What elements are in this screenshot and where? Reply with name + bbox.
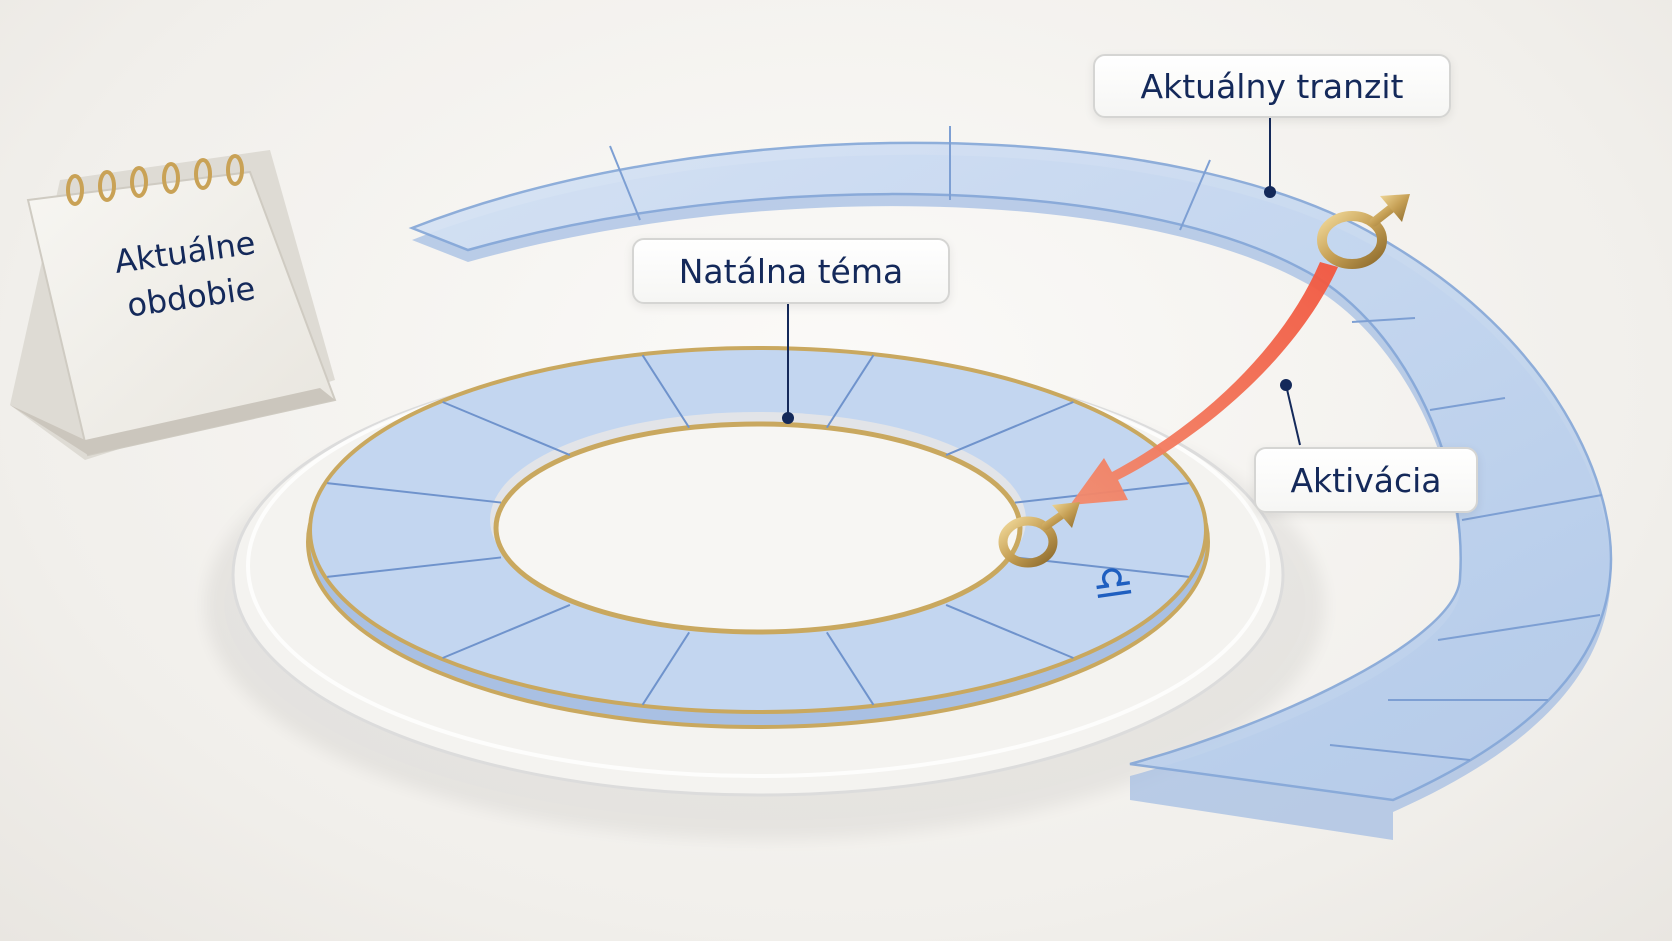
natal-ring-divider <box>641 631 690 706</box>
transit-arc-divider <box>609 145 641 221</box>
natal-ring-hole <box>493 421 1023 635</box>
transit-arc-divider <box>1179 159 1211 231</box>
leader-dot-transit <box>1264 186 1276 198</box>
transit-arc-dividers <box>609 126 1603 761</box>
natal-ring-divider <box>442 604 571 659</box>
leader-line-activation <box>1285 384 1301 446</box>
natal-ring-dividers <box>327 354 1189 706</box>
calendar-base <box>10 388 335 455</box>
transit-mars-icon <box>1317 194 1410 269</box>
label-activation: Aktivácia <box>1254 447 1478 513</box>
activation-arrow <box>1070 262 1338 505</box>
calendar-rings <box>66 154 244 206</box>
natal-ring <box>308 346 1208 714</box>
transit-arc-divider <box>1461 494 1603 521</box>
natal-ring-divider <box>826 631 875 706</box>
natal-ring-divider <box>826 354 875 429</box>
transit-arc-top <box>408 141 1613 802</box>
desk-calendar <box>10 150 337 460</box>
transit-arc-divider <box>1351 317 1416 323</box>
natal-mars-icon <box>998 502 1080 568</box>
leader-dot-activation <box>1280 379 1292 391</box>
natal-ring-divider <box>945 604 1074 659</box>
transit-arc <box>408 126 1613 840</box>
transit-arc-divider <box>1329 744 1471 761</box>
label-current-transit: Aktuálny tranzit <box>1093 54 1451 118</box>
natal-ring-divider <box>327 556 502 578</box>
libra-sign: ♎ <box>1089 553 1137 612</box>
natal-ring-divider <box>442 401 571 456</box>
transit-arc-divider <box>1437 614 1601 641</box>
transit-arc-divider <box>1429 397 1506 411</box>
leader-dot-natal <box>782 412 794 424</box>
label-natal-theme: Natálna téma <box>632 238 950 304</box>
natal-ring-divider <box>945 401 1074 456</box>
natal-ring-divider <box>327 482 502 504</box>
natal-ring-divider <box>641 354 690 429</box>
